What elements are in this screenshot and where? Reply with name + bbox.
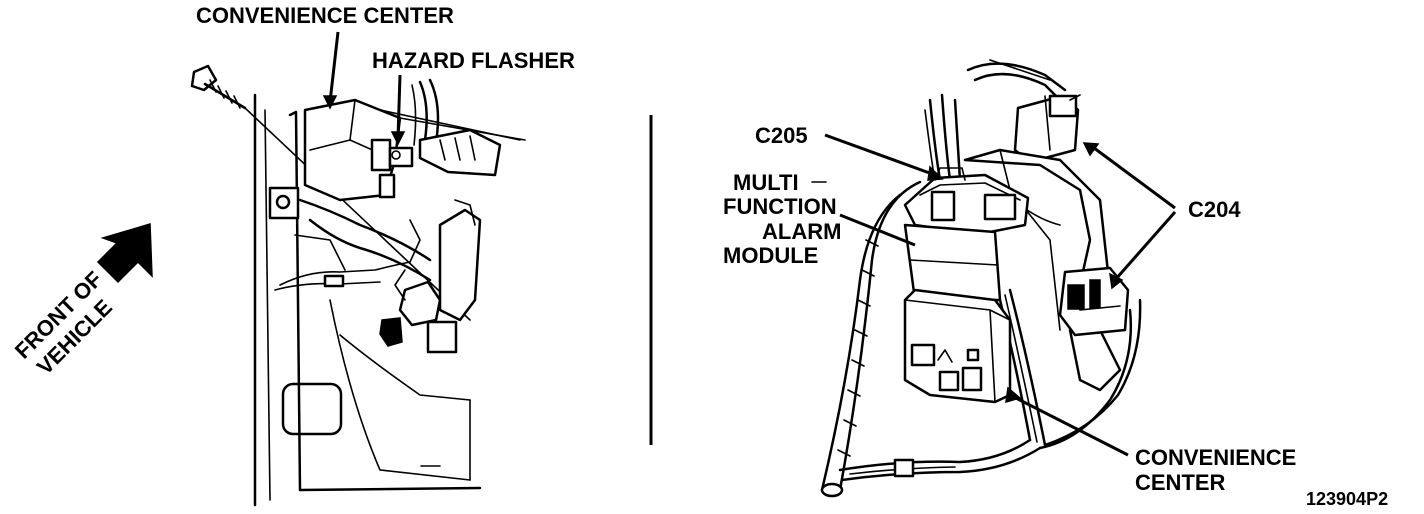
mounting-bolt (190, 64, 471, 321)
multi-function-alarm-module (903, 167, 1030, 302)
label-convenience-center-right-line1: CONVENIENCE (1135, 445, 1296, 470)
leader-convenience-center-left (328, 31, 340, 103)
label-multi-function-line3: ALARM (762, 219, 841, 244)
label-c204: C204 (1188, 197, 1241, 222)
label-convenience-center-left: CONVENIENCE CENTER (196, 3, 454, 28)
hazard-flasher-assembly (388, 78, 502, 177)
label-hazard-flasher: HAZARD FLASHER (372, 48, 575, 73)
leader-hazard-flasher (396, 74, 402, 139)
leader-multi-function (839, 213, 916, 247)
figure-id: 123904P2 (1306, 489, 1388, 509)
leader-convenience-center-right (1009, 393, 1129, 457)
leader-c204-upper (1089, 143, 1176, 210)
label-multi-function-line4: MODULE (723, 243, 818, 268)
wiring-harness-left (274, 198, 482, 354)
convenience-center-module-left (268, 98, 402, 220)
label-c205: C205 (755, 123, 808, 148)
dash-panel-structure (253, 93, 526, 507)
leader-c204-lower (1113, 211, 1177, 281)
left-view: FRONT OF VEHICLE (10, 3, 575, 507)
label-multi-function-line2: FUNCTION (723, 194, 837, 219)
label-multi-function-line1: MULTI (733, 170, 799, 195)
label-convenience-center-right-line2: CENTER (1135, 470, 1226, 495)
c204-upper-connector (966, 59, 1081, 164)
right-view: C205 MULTI FUNCTION ALARM MODULE C204 CO… (723, 59, 1388, 509)
kick-panel-trim (820, 180, 922, 498)
convenience-center-module-right (903, 288, 1012, 404)
front-of-vehicle-arrow (96, 223, 153, 284)
leader-c205 (824, 133, 936, 177)
